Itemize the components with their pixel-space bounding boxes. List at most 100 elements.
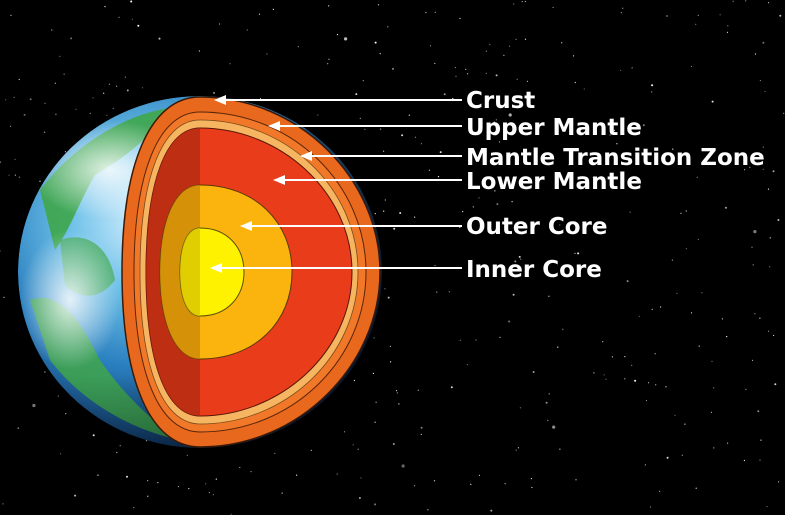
star <box>158 37 161 40</box>
star <box>485 50 487 52</box>
star <box>355 93 358 96</box>
star <box>427 509 429 511</box>
star <box>762 168 764 170</box>
star <box>387 26 389 28</box>
star <box>620 12 623 14</box>
star <box>390 361 392 363</box>
star <box>18 176 20 178</box>
star <box>773 334 775 337</box>
star <box>413 485 416 487</box>
star <box>751 246 753 248</box>
outer-core-arrowhead <box>240 221 252 231</box>
star <box>470 483 472 485</box>
star <box>250 471 252 473</box>
star <box>344 37 348 41</box>
star <box>508 45 511 47</box>
star <box>572 55 575 57</box>
star <box>611 356 614 358</box>
star <box>133 507 135 509</box>
star <box>726 31 729 33</box>
star <box>396 392 398 394</box>
star <box>745 0 747 2</box>
star <box>89 112 91 114</box>
star <box>374 41 377 44</box>
star <box>17 427 19 429</box>
star <box>106 114 108 116</box>
star <box>647 382 650 384</box>
star <box>310 449 312 451</box>
star <box>575 479 577 481</box>
star <box>711 360 713 362</box>
star <box>420 143 422 145</box>
star <box>384 288 386 290</box>
star <box>454 66 456 69</box>
star <box>757 410 760 413</box>
star <box>147 495 149 497</box>
star <box>552 6 554 9</box>
star <box>359 117 361 119</box>
star <box>766 506 768 508</box>
star <box>74 494 77 497</box>
star <box>478 474 481 476</box>
star <box>697 14 699 16</box>
star <box>634 379 637 382</box>
star <box>353 379 355 382</box>
star <box>327 63 329 65</box>
star <box>603 374 605 376</box>
star <box>696 176 698 178</box>
star <box>281 492 283 494</box>
pointer-lines <box>210 95 462 273</box>
star <box>764 90 766 93</box>
star <box>213 91 215 94</box>
star <box>364 128 366 130</box>
star <box>436 291 438 293</box>
star <box>548 295 550 297</box>
star <box>557 346 559 348</box>
star <box>726 336 728 338</box>
star <box>666 15 668 17</box>
star <box>103 92 105 94</box>
transition-zone-arrowhead <box>300 151 312 161</box>
star <box>459 339 461 341</box>
star <box>783 112 785 114</box>
star <box>32 403 36 408</box>
star <box>574 81 576 84</box>
star <box>14 158 16 161</box>
star <box>515 38 517 41</box>
inner-core-shadow <box>180 228 200 316</box>
star <box>377 4 380 6</box>
star <box>398 403 400 405</box>
star <box>495 74 498 77</box>
star <box>465 68 467 70</box>
star <box>336 473 338 475</box>
star <box>626 280 629 283</box>
star <box>513 3 515 5</box>
star <box>642 124 645 127</box>
star <box>515 449 517 451</box>
star <box>437 176 440 178</box>
star <box>259 97 262 100</box>
star <box>482 221 484 223</box>
star <box>414 136 417 138</box>
star <box>104 6 106 8</box>
star <box>112 107 114 110</box>
star <box>671 259 674 261</box>
star <box>631 187 633 189</box>
star <box>654 353 656 355</box>
star <box>380 128 382 130</box>
star <box>130 0 133 3</box>
star <box>524 38 527 40</box>
star <box>504 483 506 485</box>
star <box>433 480 436 482</box>
star <box>57 395 59 397</box>
star <box>559 224 561 226</box>
star <box>762 41 765 44</box>
star <box>496 203 499 206</box>
star <box>328 58 330 60</box>
star <box>769 266 771 268</box>
star <box>131 18 133 20</box>
star <box>690 312 693 314</box>
star <box>198 50 200 52</box>
upper-mantle-arrowhead <box>268 121 280 131</box>
